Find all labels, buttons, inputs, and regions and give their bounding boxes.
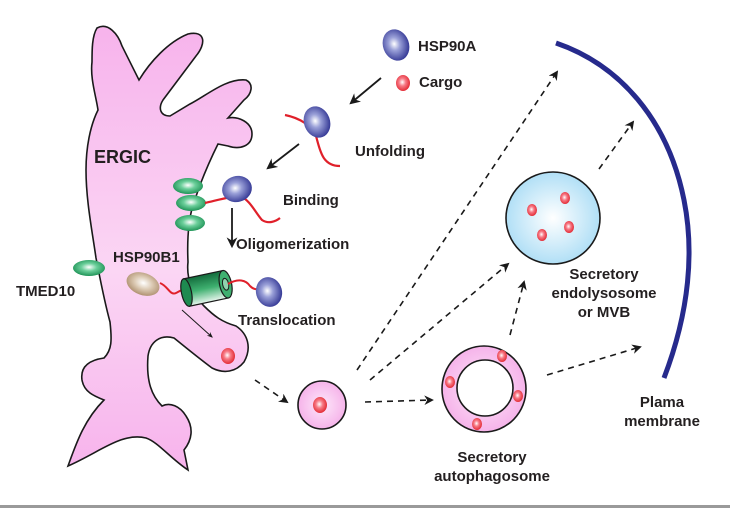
bound-chain — [204, 194, 281, 224]
plasma-membrane: Plama membrane — [555, 40, 700, 430]
plasma-membrane-label-line1: Plama — [640, 394, 685, 411]
cargo-autophagosome-4 — [472, 418, 482, 430]
ergic-label: ERGIC — [94, 147, 151, 167]
cargo-endolysosome-3 — [564, 221, 574, 233]
ergic-organelle: ERGIC — [66, 25, 253, 472]
arrow-internal — [181, 309, 213, 338]
ergic-membrane — [66, 25, 253, 472]
translocation-label: Translocation — [238, 312, 336, 329]
cargo-in-ergic — [221, 348, 235, 364]
hsp90a-legend-icon — [382, 29, 410, 61]
legend: HSP90A Cargo — [382, 29, 477, 91]
dashed-arrow-vesicle-to-autophagosome — [364, 395, 434, 406]
translocation-step: Translocation — [159, 269, 336, 329]
oligomerization-label: Oligomerization — [236, 236, 349, 253]
cargo-legend-label: Cargo — [419, 74, 462, 91]
autophagosome-label-line1: Secretory — [457, 449, 527, 466]
hsp90a-unfolding-icon — [303, 106, 331, 138]
bottom-border — [0, 505, 730, 508]
cargo-endolysosome-2 — [560, 192, 570, 204]
tmed10-oligomer-3 — [175, 215, 205, 231]
hsp90b1-icon — [126, 272, 160, 296]
hsp90b1-label: HSP90B1 — [113, 249, 180, 266]
tmed10-oligomer-1 — [173, 178, 203, 194]
dashed-arrow-autophagosome-to-membrane — [546, 344, 642, 376]
endolysosome-label-line3: or MVB — [578, 304, 631, 321]
secretory-autophagosome: Secretory autophagosome — [434, 345, 550, 485]
tmed10-icon — [73, 260, 105, 276]
hsp90a-binding-icon — [222, 175, 252, 203]
secretory-endolysosome: Secretory endolysosome or MVB — [505, 171, 657, 321]
tmed10-channel-icon — [180, 269, 233, 307]
unfolding-step: Unfolding — [284, 106, 425, 168]
dashed-arrow-ergic-to-vesicle — [254, 379, 289, 404]
cargo-endolysosome-1 — [527, 204, 537, 216]
cargo-in-vesicle — [313, 397, 327, 413]
cargo-autophagosome-3 — [513, 390, 523, 402]
transport-vesicle — [297, 380, 347, 430]
dashed-arrow-vesicle-to-membrane — [356, 70, 559, 371]
endolysosome-label-line1: Secretory — [569, 266, 639, 283]
dashed-arrow-vesicle-to-endolysosome — [369, 262, 510, 381]
cargo-endolysosome-4 — [537, 229, 547, 241]
unfolding-label: Unfolding — [355, 143, 425, 160]
arrow-to-binding — [266, 143, 300, 170]
dashed-arrows — [254, 70, 642, 406]
cargo-legend-icon — [396, 75, 410, 91]
plasma-membrane-arc — [555, 40, 692, 379]
arrow-to-unfolding — [349, 77, 382, 105]
binding-step: Binding Oligomerization — [173, 175, 349, 253]
binding-label: Binding — [283, 192, 339, 209]
dashed-arrow-autophagosome-to-endolysosome — [509, 280, 527, 336]
tmed10-label: TMED10 — [16, 283, 75, 300]
plasma-membrane-label-line2: membrane — [624, 413, 700, 430]
hsp90a-legend-label: HSP90A — [418, 38, 477, 55]
cargo-autophagosome-1 — [497, 350, 507, 362]
hsp90a-translocation-icon — [255, 277, 283, 307]
tmed10-oligomer-2 — [176, 195, 206, 211]
dashed-arrow-endolysosome-to-membrane — [598, 120, 635, 170]
endolysosome-label-line2: endolysosome — [551, 285, 656, 302]
autophagosome-label-line2: autophagosome — [434, 468, 550, 485]
cargo-autophagosome-2 — [445, 376, 455, 388]
